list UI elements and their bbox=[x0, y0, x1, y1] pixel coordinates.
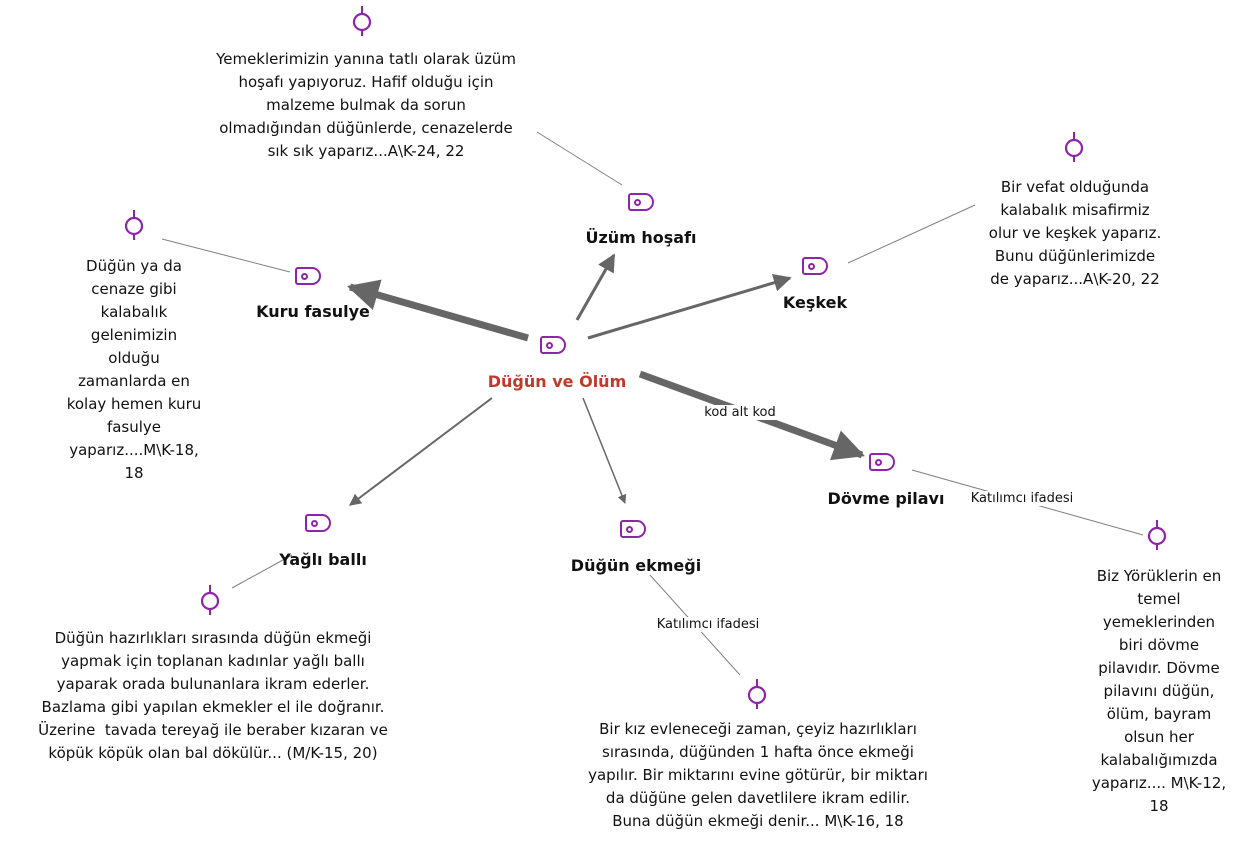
memo-line: Üzerine tavada tereyağ ile beraber kızar… bbox=[38, 721, 388, 739]
memo-line: Bir vefat olduğunda bbox=[1000, 178, 1150, 196]
memo-line: yapmak için toplanan kadınlar yağlı ball… bbox=[61, 652, 365, 670]
memo-icon-ekmek[interactable] bbox=[746, 679, 768, 709]
code-label-yagli-balli[interactable]: Yağlı ballı bbox=[279, 550, 367, 569]
code-icon-dovme-pilavi[interactable] bbox=[869, 453, 895, 471]
memo-line: zamanlarda en bbox=[78, 372, 190, 390]
memo-line: yapılır. Bir miktarını evine götürür, bi… bbox=[588, 766, 928, 784]
memo-line: biri dövme bbox=[1118, 636, 1200, 654]
code-icon-dugun-ekmegi[interactable] bbox=[620, 520, 646, 538]
arrow-to-yagli-balli bbox=[349, 397, 493, 506]
memo-line: 18 bbox=[124, 464, 144, 482]
code-icon-keskek[interactable] bbox=[802, 257, 828, 275]
memo-line: pilavıdır. Dövme bbox=[1098, 659, 1220, 677]
link-yagli-memo bbox=[231, 554, 293, 589]
link-label-katilimci-ekmek: Katılımcı ifadesi bbox=[654, 617, 762, 632]
memo-text-uzum: Yemeklerimizin yanına tatlı olarak üzüm h… bbox=[216, 48, 516, 163]
memo-icon-dovme[interactable] bbox=[1146, 520, 1168, 550]
memo-line: yaparız....M\K-18, bbox=[69, 441, 199, 459]
memo-line: Bir kız evleneceği zaman, çeyiz hazırlık… bbox=[599, 720, 917, 738]
memo-line: gelenimizin bbox=[90, 326, 178, 344]
memo-line: Düğün hazırlıkları sırasında düğün ekmeğ… bbox=[54, 629, 372, 647]
memo-line: kalabalığımızda bbox=[1100, 751, 1218, 769]
code-label-dovme-pilavi[interactable]: Dövme pilavı bbox=[827, 489, 945, 508]
memo-line: 18 bbox=[1149, 797, 1169, 815]
memo-line: yemeklerinden bbox=[1102, 613, 1216, 631]
memo-icon-keskek[interactable] bbox=[1063, 132, 1085, 162]
memo-line: olsun her bbox=[1124, 728, 1194, 746]
memo-line: Buna düğün ekmeği denir... M\K-16, 18 bbox=[612, 812, 904, 830]
center-code-label[interactable]: Düğün ve Ölüm bbox=[487, 372, 627, 391]
link-uzum-memo bbox=[536, 131, 623, 186]
memo-text-yagli: Düğün hazırlıkları sırasında düğün ekmeğ… bbox=[38, 627, 388, 765]
memo-line: de yaparız...A\K-20, 22 bbox=[990, 270, 1160, 288]
memo-line: hoşafı yapıyoruz. Hafif olduğu için bbox=[238, 73, 494, 91]
memo-icon-yagli[interactable] bbox=[199, 585, 221, 615]
memo-line: Düğün ya da bbox=[86, 257, 182, 275]
arrow-to-uzum-hosafi bbox=[575, 253, 616, 321]
arrow-to-kuru-fasulye bbox=[346, 279, 529, 342]
memo-line: Bunu düğünlerimizde bbox=[994, 247, 1156, 265]
memo-line: Bazlama gibi yapılan ekmekler el ile doğ… bbox=[41, 698, 385, 716]
link-keskek-memo bbox=[847, 204, 976, 264]
memo-line: Yemeklerimizin yanına tatlı olarak üzüm bbox=[216, 50, 516, 68]
code-icon-kuru-fasulye[interactable] bbox=[295, 267, 321, 285]
memo-text-kuru: Düğün ya da cenaze gibi kalabalık gelenimiz… bbox=[67, 255, 202, 485]
memo-line: olduğu bbox=[108, 349, 160, 367]
memo-line: olmadığından düğünlerde, cenazelerde bbox=[219, 119, 513, 137]
memo-line: kalabalık bbox=[100, 303, 168, 321]
arrow-to-keskek bbox=[587, 273, 792, 340]
memo-icon-kuru[interactable] bbox=[123, 210, 145, 240]
arrow-to-dugun-ekmegi bbox=[582, 397, 627, 504]
memo-line: temel bbox=[1137, 590, 1181, 608]
link-label-katilimci-dovme: Katılımcı ifadesi bbox=[968, 491, 1076, 506]
memo-line: da düğüne gelen davetlilere ikram edilir… bbox=[605, 789, 911, 807]
memo-line: fasulye bbox=[106, 418, 162, 436]
code-icon-yagli-balli[interactable] bbox=[305, 514, 331, 532]
memo-line: yaparız.... M\K-12, bbox=[1091, 774, 1227, 792]
code-label-keskek[interactable]: Keşkek bbox=[782, 293, 848, 312]
memo-line: Biz Yörüklerin en bbox=[1096, 567, 1222, 585]
memo-line: malzeme bulmak da sorun bbox=[266, 96, 466, 114]
memo-text-ekmek: Bir kız evleneceği zaman, çeyiz hazırlık… bbox=[588, 718, 928, 833]
memo-line: cenaze gibi bbox=[91, 280, 177, 298]
code-icon-center[interactable] bbox=[540, 336, 566, 354]
memo-line: pilavını düğün, bbox=[1103, 682, 1215, 700]
code-label-dugun-ekmegi[interactable]: Düğün ekmeği bbox=[570, 556, 702, 575]
memo-line: yaparak orada bulunanlara ikram ederler. bbox=[56, 675, 370, 693]
memo-text-dovme: Biz Yörüklerin en temel yemeklerinden biri … bbox=[1092, 565, 1226, 818]
memo-line: olur ve keşkek yaparız. bbox=[988, 224, 1162, 242]
link-label-kod-alt-kod: kod alt kod bbox=[702, 405, 778, 420]
code-label-kuru-fasulye[interactable]: Kuru fasulye bbox=[256, 302, 370, 321]
memo-line: kolay hemen kuru bbox=[66, 395, 202, 413]
code-icon-uzum-hosafi[interactable] bbox=[628, 193, 654, 211]
memo-line: sırasında, düğünden 1 hafta önce ekmeği bbox=[602, 743, 914, 761]
memo-line: ölüm, bayram bbox=[1106, 705, 1212, 723]
link-kuru-memo bbox=[161, 238, 291, 273]
memo-line: sık sık yaparız...A\K-24, 22 bbox=[267, 142, 465, 160]
code-label-uzum-hosafi[interactable]: Üzüm hoşafı bbox=[585, 228, 697, 247]
memo-line: kalabalık misafirmiz bbox=[1000, 201, 1150, 219]
memo-line: köpük köpük olan bal dökülür... (M/K-15,… bbox=[48, 744, 378, 762]
memo-text-keskek: Bir vefat olduğunda kalabalık misafirmiz o… bbox=[989, 176, 1161, 291]
memo-icon-uzum[interactable] bbox=[351, 6, 373, 36]
